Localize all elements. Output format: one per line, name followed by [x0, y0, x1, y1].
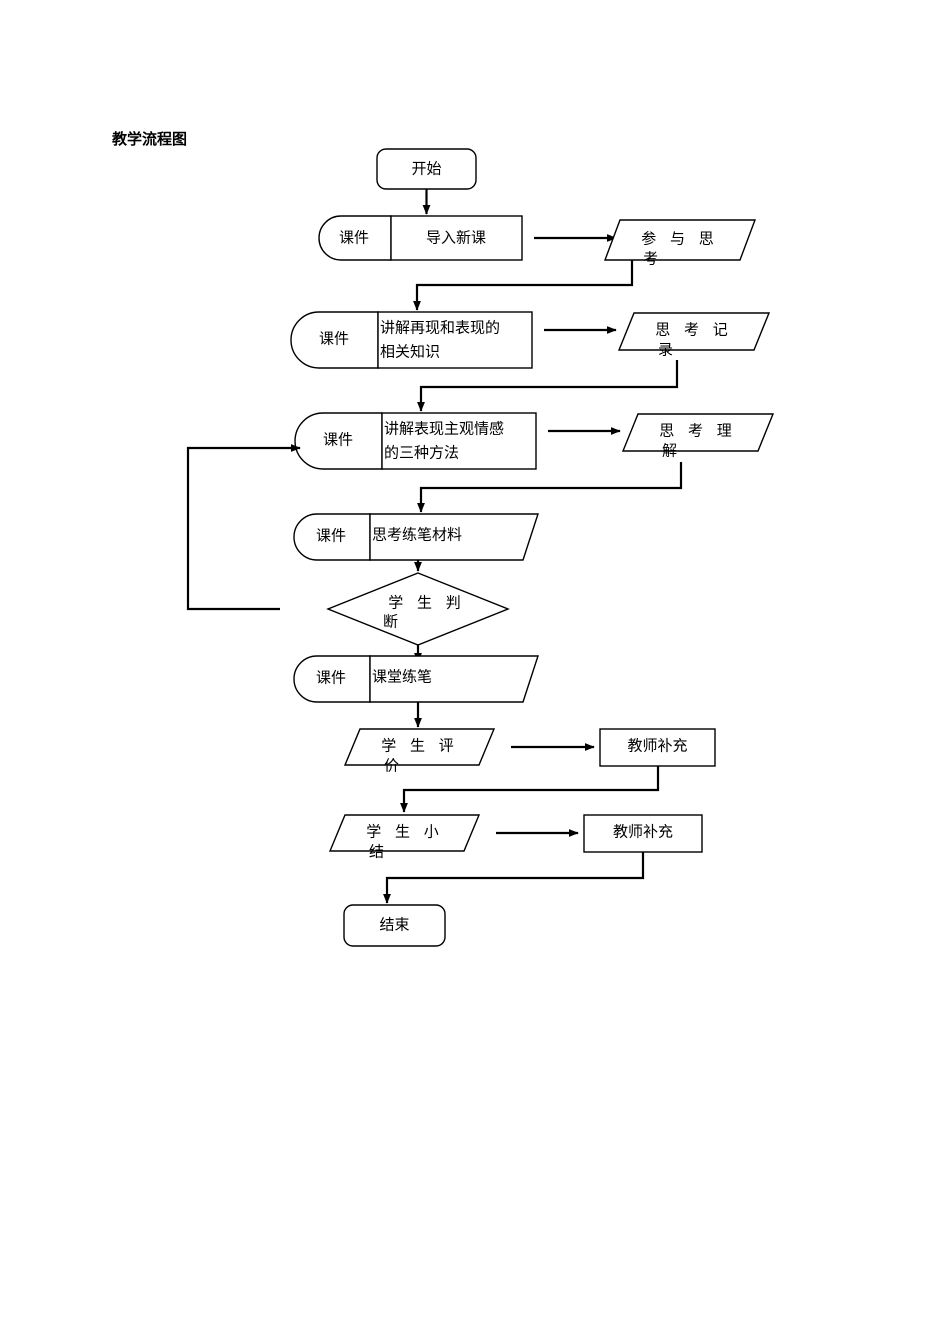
edge-row6-box-to-row7	[400, 766, 660, 813]
node-row5-media[interactable]: 课件	[293, 655, 371, 703]
node-row1-process[interactable]: 导入新课	[390, 215, 523, 261]
edge-decision-feedback-loop	[186, 444, 301, 611]
row3-output-shape	[621, 413, 775, 452]
row6-box-shape	[599, 728, 716, 767]
row7-box-shape	[583, 814, 703, 853]
node-row4-media[interactable]: 课件	[293, 513, 371, 561]
node-row6-output[interactable]: 学 生 评 价	[343, 728, 496, 774]
row5-media-label: 课件	[316, 669, 346, 686]
edge-output2-to-row3	[417, 360, 679, 412]
row5-process-shape	[369, 655, 539, 703]
node-row3-media[interactable]: 课件	[294, 412, 383, 470]
row2-process-label-line2: 相关知识	[380, 343, 440, 360]
row7-output-shape	[328, 814, 481, 852]
node-row7-output[interactable]: 学 生 小 结	[328, 814, 481, 860]
node-row3-process[interactable]: 讲解表现主观情感 的三种方法	[381, 412, 537, 470]
row1-media-label: 课件	[339, 229, 369, 246]
edge-output1-to-row2	[413, 260, 634, 311]
row3-process-label-line2: 的三种方法	[384, 444, 459, 461]
row3-output-label: 思 考 理	[659, 422, 737, 439]
row2-output-shape	[617, 312, 771, 351]
row1-output-shape	[603, 219, 757, 261]
row6-box-label: 教师补充	[627, 737, 687, 754]
row2-process-label-line1: 讲解再现和表现的	[380, 319, 500, 336]
row1-process-shape	[390, 215, 523, 261]
row1-output-label: 参 与 思	[641, 230, 719, 247]
node-start[interactable]: 开始	[376, 148, 477, 190]
node-row4-process[interactable]: 思考练笔材料	[369, 513, 539, 561]
node-row1-output[interactable]: 参 与 思 考	[603, 219, 757, 267]
row7-output-label: 学 生 小	[366, 823, 444, 840]
node-row1-media[interactable]: 课件	[318, 215, 392, 261]
row7-box-label: 教师补充	[613, 823, 673, 840]
node-row2-media[interactable]: 课件	[290, 311, 379, 369]
page-title: 教学流程图	[112, 131, 188, 148]
end-shape	[343, 904, 446, 947]
row1-process-label: 导入新课	[426, 229, 486, 246]
row3-media-label: 课件	[323, 431, 353, 448]
row4-process-label: 思考练笔材料	[372, 526, 462, 543]
start-label: 开始	[411, 160, 441, 177]
row6-output-label-overflow: 价	[384, 758, 399, 774]
node-decision[interactable]: 学 生 判 断	[326, 572, 510, 646]
row5-media-capsule	[293, 655, 371, 703]
decision-label-overflow: 断	[383, 613, 398, 630]
node-row3-output[interactable]: 思 考 理 解	[621, 413, 775, 459]
row2-media-capsule	[290, 311, 379, 369]
node-end[interactable]: 结束	[343, 904, 446, 947]
node-row2-output[interactable]: 思 考 记 录	[617, 312, 771, 358]
row6-output-label: 学 生 评	[381, 737, 459, 754]
row1-output-label-overflow: 考	[643, 250, 658, 267]
node-row6-box[interactable]: 教师补充	[599, 728, 716, 767]
row4-process-shape	[369, 513, 539, 561]
row3-output-label-overflow: 解	[662, 442, 677, 459]
node-row7-box[interactable]: 教师补充	[583, 814, 703, 853]
row2-output-label-overflow: 录	[658, 341, 673, 358]
row3-process-shape	[381, 412, 537, 470]
node-row2-process[interactable]: 讲解再现和表现的 相关知识	[377, 311, 533, 369]
row6-output-shape	[343, 728, 496, 766]
edge-row7-box-to-end	[383, 852, 645, 904]
row3-process-label-line1: 讲解表现主观情感	[384, 420, 504, 437]
edge-output3-to-row4	[417, 462, 683, 513]
row5-process-label: 课堂练笔	[372, 668, 432, 685]
decision-label: 学 生 判	[388, 594, 466, 611]
row4-media-label: 课件	[316, 527, 346, 544]
row4-media-capsule	[293, 513, 371, 561]
row2-output-label: 思 考 记	[655, 321, 733, 338]
row7-output-label-overflow: 结	[369, 843, 384, 860]
end-label: 结束	[379, 916, 409, 933]
row3-media-capsule	[294, 412, 383, 470]
row1-media-capsule	[318, 215, 392, 261]
row2-media-label: 课件	[319, 330, 349, 347]
row2-process-shape	[377, 311, 533, 369]
node-row5-process[interactable]: 课堂练笔	[369, 655, 539, 703]
